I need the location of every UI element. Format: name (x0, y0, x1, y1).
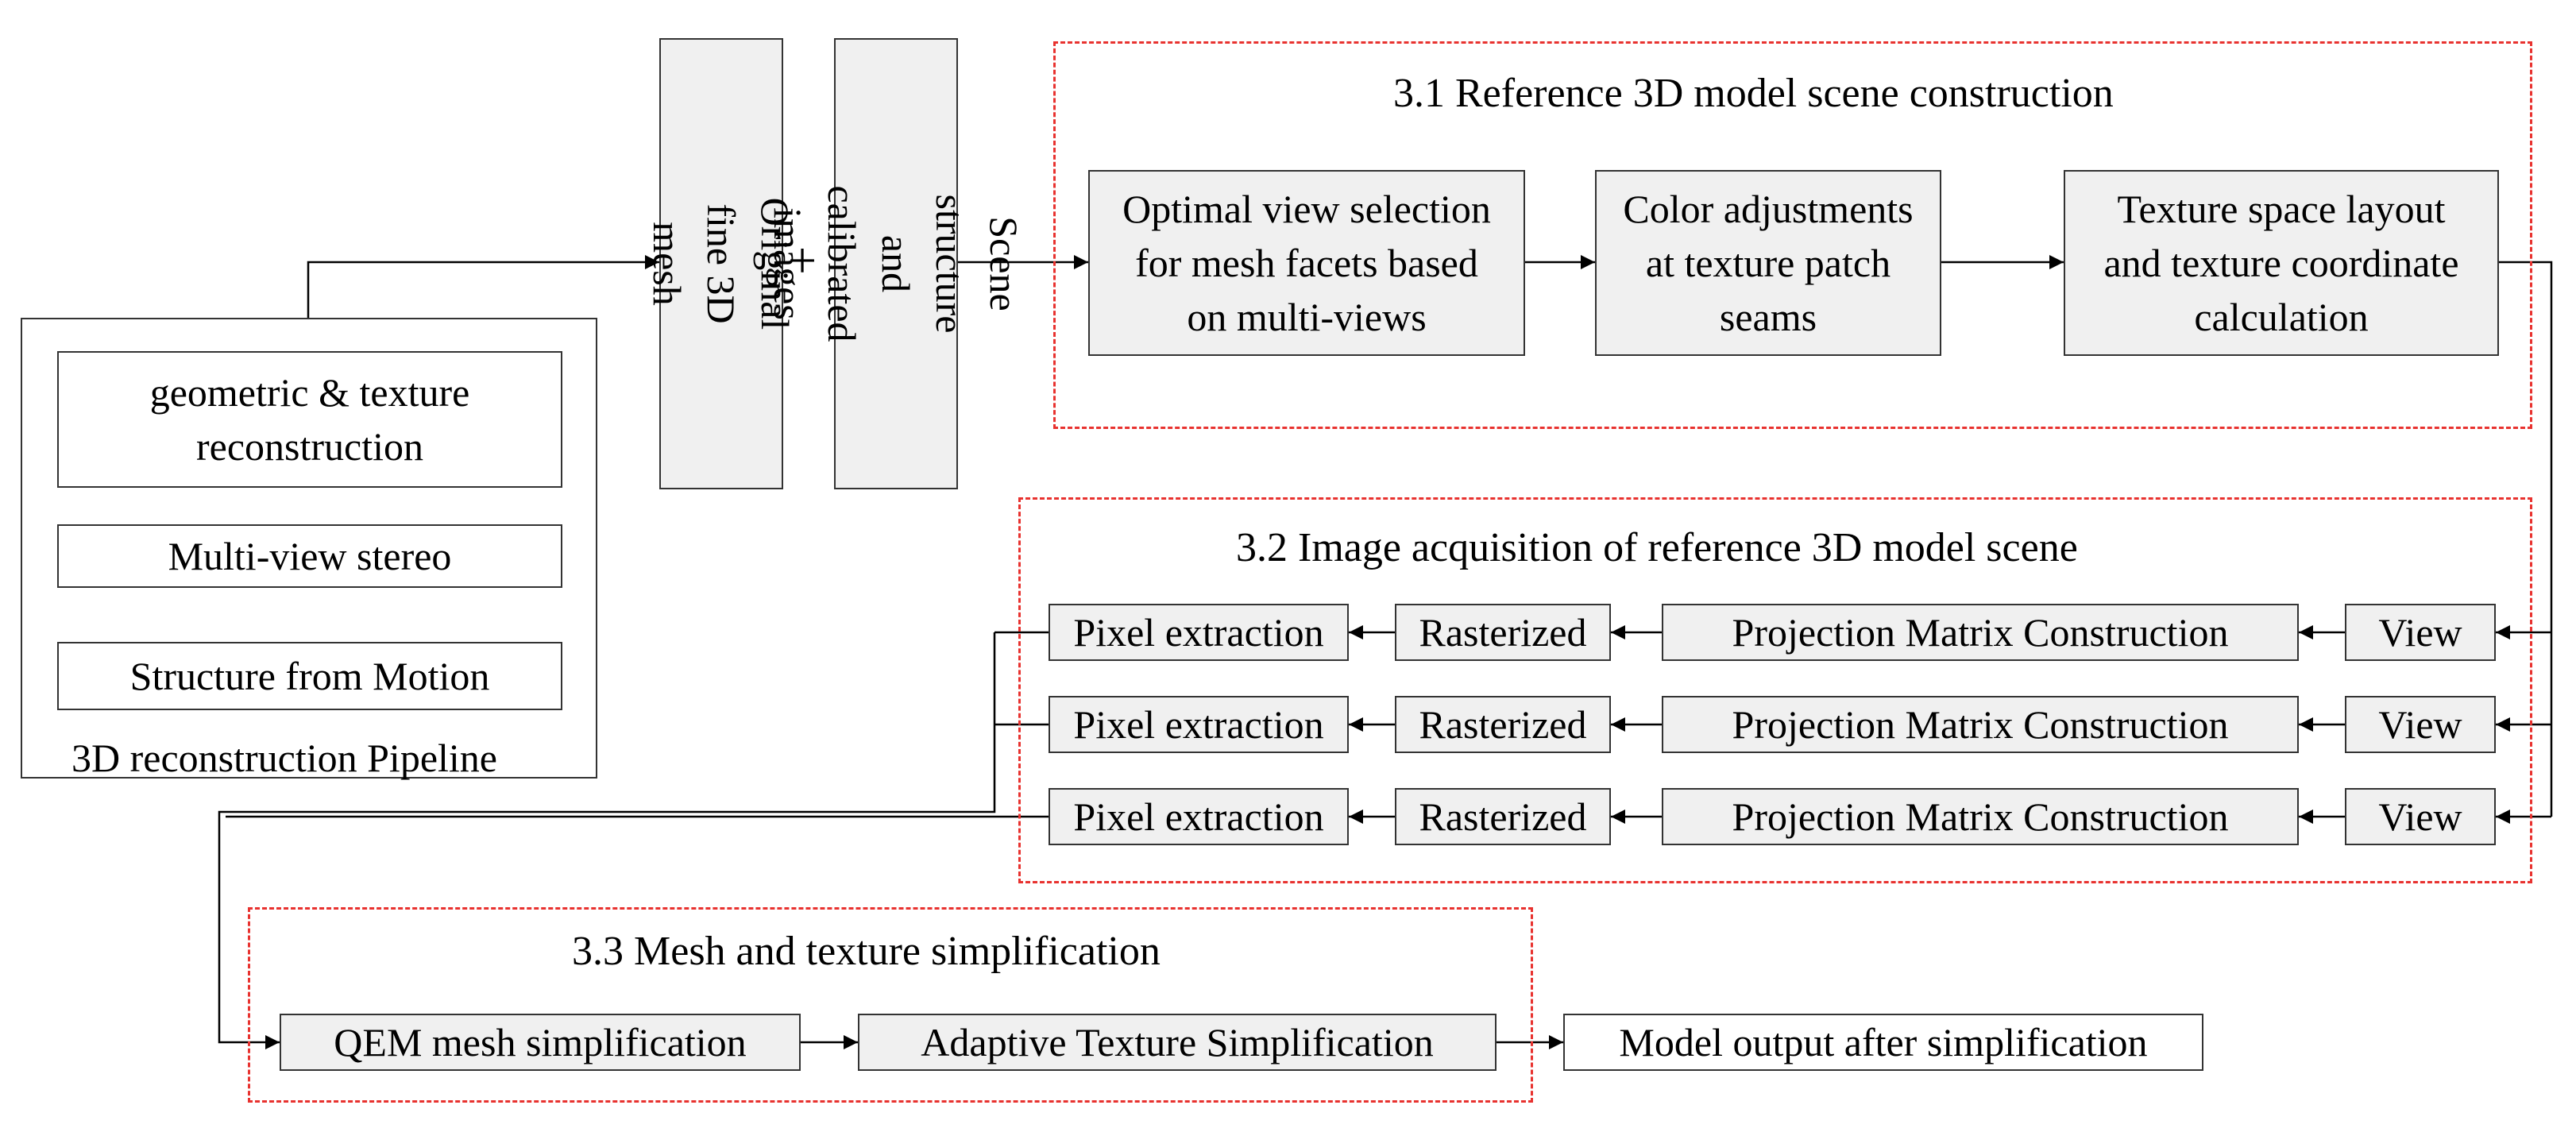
pixel-extraction-label-1: Pixel extraction (1073, 610, 1324, 655)
section-3-1-region (1053, 41, 2532, 429)
texture-layout-label: Texture space layout and texture coordin… (2103, 187, 2459, 339)
projection-box-1: Projection Matrix Construction (1662, 604, 2299, 661)
projection-label-2: Projection Matrix Construction (1732, 702, 2229, 747)
rasterized-label-1: Rasterized (1419, 610, 1587, 655)
scene-structure-box: Scene structure and calibrated images (766, 38, 1026, 489)
section-3-3-region (248, 907, 1533, 1103)
multi-view-stereo-label: Multi-view stereo (168, 534, 452, 578)
section-3-2-title: 3.2 Image acquisition of reference 3D mo… (1236, 525, 2078, 570)
view-box-3: View (2345, 788, 2496, 845)
pixel-extraction-label-3: Pixel extraction (1073, 794, 1324, 839)
view-selection-label: Optimal view selection for mesh facets b… (1122, 187, 1491, 339)
projection-box-3: Projection Matrix Construction (1662, 788, 2299, 845)
rasterized-box-1: Rasterized (1395, 604, 1611, 661)
rasterized-box-2: Rasterized (1395, 696, 1611, 753)
qem-simplification-box: QEM mesh simplification (280, 1014, 801, 1071)
model-output-box: Model output after simplification (1563, 1014, 2203, 1071)
projection-label-3: Projection Matrix Construction (1732, 794, 2229, 839)
pixel-extraction-label-2: Pixel extraction (1073, 702, 1324, 747)
section-3-3-title: 3.3 Mesh and texture simplification (572, 929, 1161, 974)
structure-from-motion-label: Structure from Motion (129, 654, 490, 698)
view-label-3: View (2378, 794, 2462, 839)
structure-from-motion-box: Structure from Motion (57, 642, 562, 710)
view-box-2: View (2345, 696, 2496, 753)
pixel-extraction-box-3: Pixel extraction (1049, 788, 1349, 845)
color-adjustments-label: Color adjustments at texture patch seams (1623, 187, 1914, 339)
view-label-2: View (2378, 702, 2462, 747)
adaptive-texture-label: Adaptive Texture Simplification (921, 1020, 1434, 1065)
model-output-label: Model output after simplification (1619, 1020, 2148, 1065)
color-adjustments-box: Color adjustments at texture patch seams (1595, 170, 1941, 356)
projection-label-1: Projection Matrix Construction (1732, 610, 2229, 655)
rasterized-label-3: Rasterized (1419, 794, 1587, 839)
pixel-extraction-box-2: Pixel extraction (1049, 696, 1349, 753)
adaptive-texture-box: Adaptive Texture Simplification (858, 1014, 1497, 1071)
trunk-left (218, 632, 996, 1049)
original-mesh-box: Original fine 3D mesh (645, 38, 798, 489)
view-box-1: View (2345, 604, 2496, 661)
projection-box-2: Projection Matrix Construction (1662, 696, 2299, 753)
plus-sign: + (788, 232, 817, 288)
geometric-texture-box: geometric & texture reconstruction (57, 351, 562, 488)
section-3-1-title: 3.1 Reference 3D model scene constructio… (1393, 71, 2114, 116)
view-label-1: View (2378, 610, 2462, 655)
rasterized-box-3: Rasterized (1395, 788, 1611, 845)
texture-layout-box: Texture space layout and texture coordin… (2064, 170, 2499, 356)
rasterized-label-2: Rasterized (1419, 702, 1587, 747)
qem-simplification-label: QEM mesh simplification (334, 1020, 747, 1065)
view-selection-box: Optimal view selection for mesh facets b… (1088, 170, 1525, 356)
scene-structure-label: Scene structure and calibrated images (766, 185, 1026, 342)
arrow-pipeline-to-mesh (307, 255, 659, 318)
multi-view-stereo-box: Multi-view stereo (57, 524, 562, 588)
pixel-extraction-box-1: Pixel extraction (1049, 604, 1349, 661)
pipeline-label: 3D reconstruction Pipeline (71, 736, 497, 780)
geometric-texture-label: geometric & texture reconstruction (149, 370, 470, 469)
section-3-2-region (1018, 497, 2532, 883)
